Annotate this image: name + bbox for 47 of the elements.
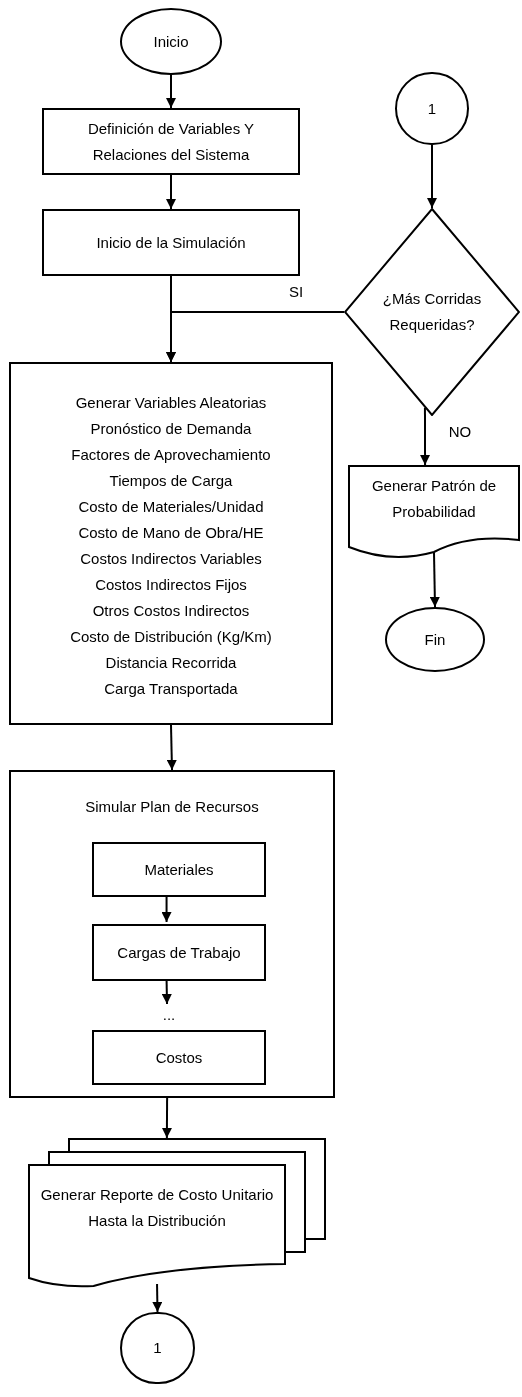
arrow xyxy=(152,1282,163,1313)
list-item-text: Distancia Recorrida xyxy=(105,653,237,673)
node-label: Inicio xyxy=(152,31,190,52)
node-label: 1 xyxy=(426,98,438,119)
multi-document-shape xyxy=(28,1138,326,1290)
node-label: Generar Reporte de Costo Unitario Hasta la Distribución xyxy=(39,1185,275,1231)
arrow xyxy=(166,311,345,363)
list-item-text: Costo de Distribución (Kg/Km) xyxy=(70,627,272,647)
node-label: 1 xyxy=(152,1338,163,1358)
list-item-text: Otros Costos Indirectos xyxy=(92,601,250,621)
node-label: ¿Más Corridas Requeridas? xyxy=(381,289,483,335)
document-shape xyxy=(348,465,520,560)
list-item-text: Costo de Mano de Obra/HE xyxy=(78,523,264,543)
node-label: Definición de Variables Y Relaciones del Sistema xyxy=(86,118,256,165)
list-item-text: Tiempos de Carga xyxy=(109,471,233,491)
process-box xyxy=(92,1030,266,1085)
list-item-text: Pronóstico de Demanda xyxy=(90,419,252,439)
arrow xyxy=(161,894,172,923)
group-title: Simular Plan de Recursos xyxy=(84,797,260,817)
arrow xyxy=(161,978,172,1005)
arrow xyxy=(166,74,176,109)
node-label: Cargas de Trabajo xyxy=(116,942,242,963)
list-item-text: Costo de Materiales/Unidad xyxy=(78,497,264,517)
list-item-text: Carga Transportada xyxy=(104,679,238,699)
process-box xyxy=(42,209,300,276)
arrow xyxy=(166,724,177,771)
ellipsis-text: ... xyxy=(162,1005,176,1025)
decision-diamond xyxy=(344,208,520,416)
group-box xyxy=(9,770,335,1098)
arrow xyxy=(429,551,440,608)
process-box xyxy=(92,842,266,897)
node-label: Fin xyxy=(423,629,447,650)
arrow xyxy=(166,174,176,210)
node-label: Generar Patrón de Probabilidad xyxy=(370,476,498,522)
node-label: Materiales xyxy=(143,859,215,880)
list-item-text: Generar Variables Aleatorias xyxy=(75,393,267,413)
process-box xyxy=(92,924,266,981)
arrow xyxy=(427,144,437,209)
node-label: Inicio de la Simulación xyxy=(95,232,247,253)
process-box xyxy=(9,362,333,725)
list-item-text: Costos Indirectos Variables xyxy=(80,549,262,569)
process-box xyxy=(42,108,300,175)
list-item-text: Costos Indirectos Fijos xyxy=(95,575,247,595)
node-label: Costos xyxy=(154,1047,204,1068)
arrow xyxy=(420,406,431,466)
arrow xyxy=(161,1097,172,1139)
list-item-text: Factores de Aprovechamiento xyxy=(71,445,271,465)
